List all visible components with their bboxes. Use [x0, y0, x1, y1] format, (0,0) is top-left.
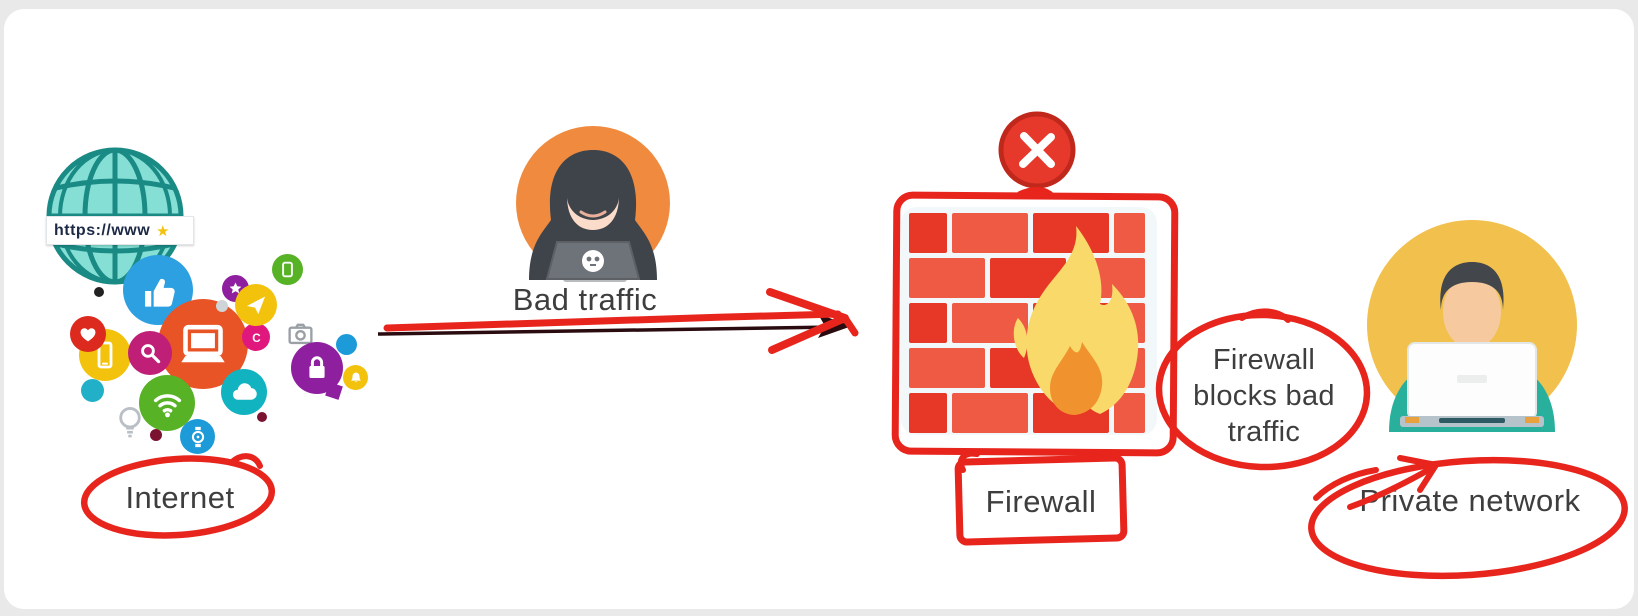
bell-icon — [343, 365, 368, 390]
brick — [1033, 213, 1109, 253]
maroon-dot — [150, 429, 162, 441]
bad-traffic-label: Bad traffic — [512, 282, 658, 317]
firewall-blocks-callout: Firewall blocks bad traffic — [1158, 342, 1370, 450]
heart-icon — [70, 316, 106, 352]
lock-bubble-icon — [291, 342, 343, 400]
watch-icon — [180, 419, 215, 454]
blue-dot — [336, 334, 357, 355]
brick — [909, 213, 947, 253]
private-network-arrow-annotation — [1347, 466, 1433, 510]
blocked-x-icon — [997, 110, 1077, 190]
brick — [952, 393, 1028, 433]
brick — [909, 393, 947, 433]
copyright-icon: C — [242, 323, 270, 351]
internet-circle-annotation — [80, 455, 276, 539]
firewall-label-box-annotation — [954, 454, 1128, 546]
callout-line-2: blocks bad — [1193, 380, 1335, 412]
brick — [1114, 213, 1145, 253]
callout-circle-annotation — [1155, 311, 1371, 471]
firewall-box-annotation — [891, 191, 1179, 457]
internet-label: Internet — [125, 480, 235, 515]
brick — [909, 258, 985, 298]
address-bar: https://www ★ — [46, 216, 194, 245]
camera-icon — [285, 318, 315, 348]
dark-dot — [94, 287, 104, 297]
red-marker-annotations — [80, 187, 1628, 580]
brick — [1114, 393, 1145, 433]
tablet-icon — [272, 254, 303, 285]
gray-dot — [216, 300, 228, 312]
search-icon — [128, 331, 172, 375]
flame-icon — [988, 222, 1144, 434]
bulb-icon — [110, 402, 150, 442]
brick — [909, 303, 947, 343]
teal-dot — [81, 379, 104, 402]
brick — [909, 348, 985, 388]
wifi-icon — [139, 375, 195, 431]
star-icon: ★ — [156, 222, 170, 240]
svg-text:C: C — [252, 331, 261, 344]
maroon-dot — [257, 412, 267, 422]
private-network-user-icon — [1367, 220, 1577, 432]
callout-line-3: traffic — [1227, 416, 1301, 448]
brick — [952, 213, 1028, 253]
send-icon — [235, 284, 277, 326]
firewall-label: Firewall — [985, 484, 1097, 519]
callout-line-1: Firewall — [1212, 344, 1316, 376]
cloud-icon — [221, 369, 267, 415]
brick — [952, 303, 1028, 343]
address-bar-text: https://www — [54, 221, 151, 239]
hacker-icon — [513, 124, 673, 286]
private-network-circle-annotation — [1308, 456, 1628, 580]
